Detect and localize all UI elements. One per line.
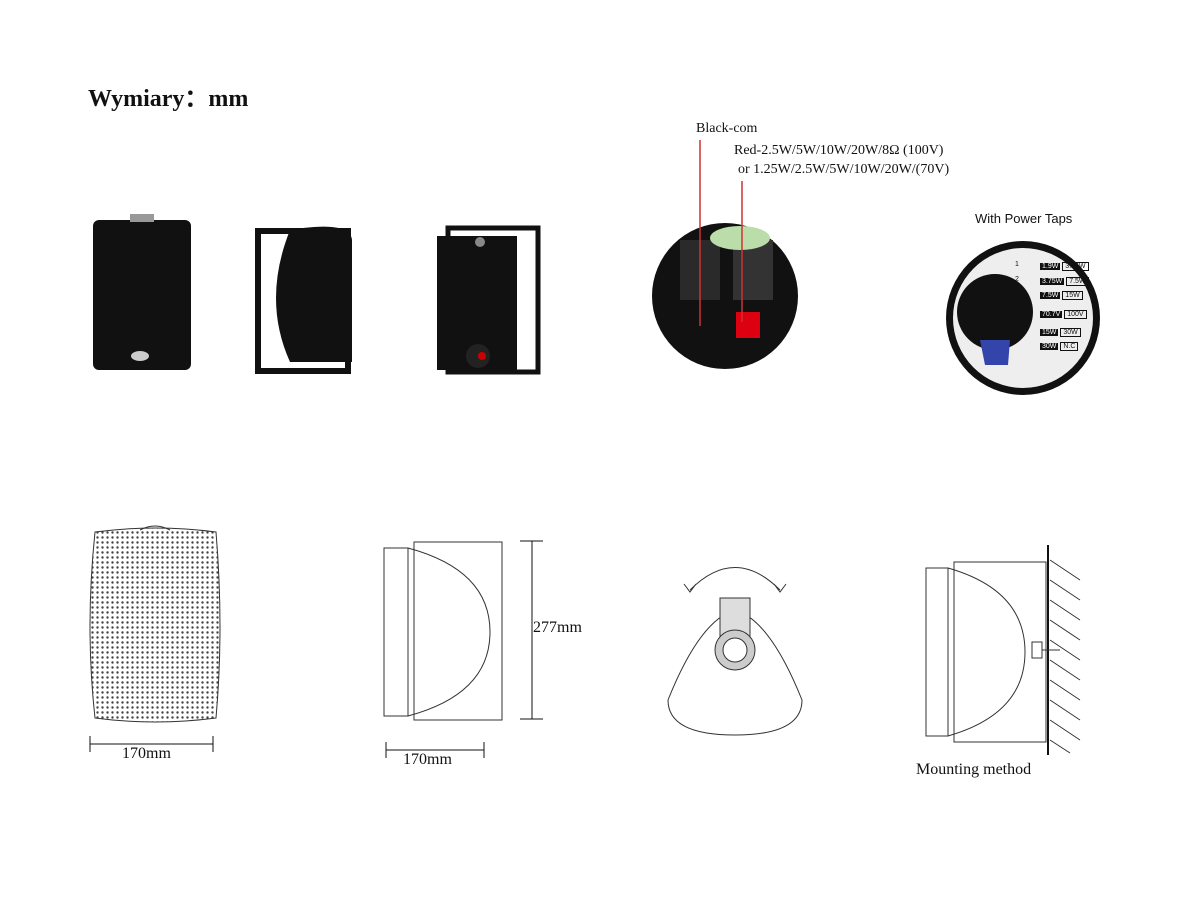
tap-70v-value: 1.9W bbox=[1040, 263, 1061, 270]
tap-row: 30W N.C bbox=[1040, 340, 1089, 355]
tap-100v-value: 7.5W bbox=[1066, 276, 1089, 286]
tap-row: 7.5W 15W bbox=[1040, 289, 1089, 304]
speaker-front-grille-drawing bbox=[89, 525, 221, 752]
speaker-side-drawing bbox=[383, 540, 543, 758]
tap-number: 4 bbox=[1015, 308, 1019, 316]
red-terminal-label-70v: or 1.25W/2.5W/5W/10W/20W/(70V) bbox=[738, 162, 950, 177]
page-title: Wymiary：mm bbox=[88, 86, 249, 112]
tap-row: 1.9W 3.75W bbox=[1040, 260, 1089, 275]
side-depth-dimension: 170mm bbox=[403, 751, 452, 768]
speaker-back-photo bbox=[437, 225, 541, 375]
tap-100v-value: 3.75W bbox=[1062, 262, 1089, 271]
terminal-closeup-photo bbox=[652, 140, 798, 369]
tap-100v-value: 15W bbox=[1062, 291, 1083, 300]
tap-100v-value: 100V bbox=[1064, 309, 1087, 319]
front-width-dimension: 170mm bbox=[122, 745, 171, 762]
rotation-bracket-drawing bbox=[667, 567, 803, 736]
speaker-side-photo bbox=[255, 226, 352, 374]
tap-70v-value: 3.75W bbox=[1040, 277, 1065, 285]
tap-number: 3 bbox=[1015, 290, 1019, 297]
tap-row: 70.7V 100V bbox=[1040, 304, 1089, 326]
tap-70v-value: 70.7V bbox=[1040, 310, 1063, 318]
black-com-label: Black-com bbox=[696, 121, 758, 136]
tap-70v-value: 30W bbox=[1040, 343, 1059, 350]
tap-numbers: 1 2 3 4 5 bbox=[1015, 258, 1019, 338]
tap-row: 15W 30W bbox=[1040, 326, 1089, 341]
speaker-front-photo bbox=[93, 214, 191, 370]
tap-number: 5 bbox=[1015, 326, 1019, 334]
tap-number: 1 bbox=[1015, 261, 1019, 268]
red-terminal-label-100v: Red-2.5W/5W/10W/20W/8Ω (100V) bbox=[734, 143, 944, 158]
tap-100v-value: N.C bbox=[1060, 342, 1079, 351]
power-taps-table: 1.9W 3.75W 3.75W 7.5W 7.5W 15W 70.7V 100… bbox=[1040, 260, 1089, 355]
tap-70v-value: 15W bbox=[1040, 328, 1059, 336]
tap-100v-value: 30W bbox=[1060, 327, 1081, 337]
mounting-method-label: Mounting method bbox=[916, 761, 1032, 778]
tap-row: 3.75W 7.5W bbox=[1040, 275, 1089, 290]
power-taps-closeup-photo bbox=[946, 241, 1100, 395]
tap-70v-value: 7.5W bbox=[1040, 292, 1061, 299]
height-dimension: 277mm bbox=[533, 619, 582, 636]
power-taps-heading: With Power Taps bbox=[975, 211, 1073, 226]
tap-number: 2 bbox=[1015, 275, 1019, 283]
wall-mounting-drawing bbox=[925, 545, 1081, 755]
